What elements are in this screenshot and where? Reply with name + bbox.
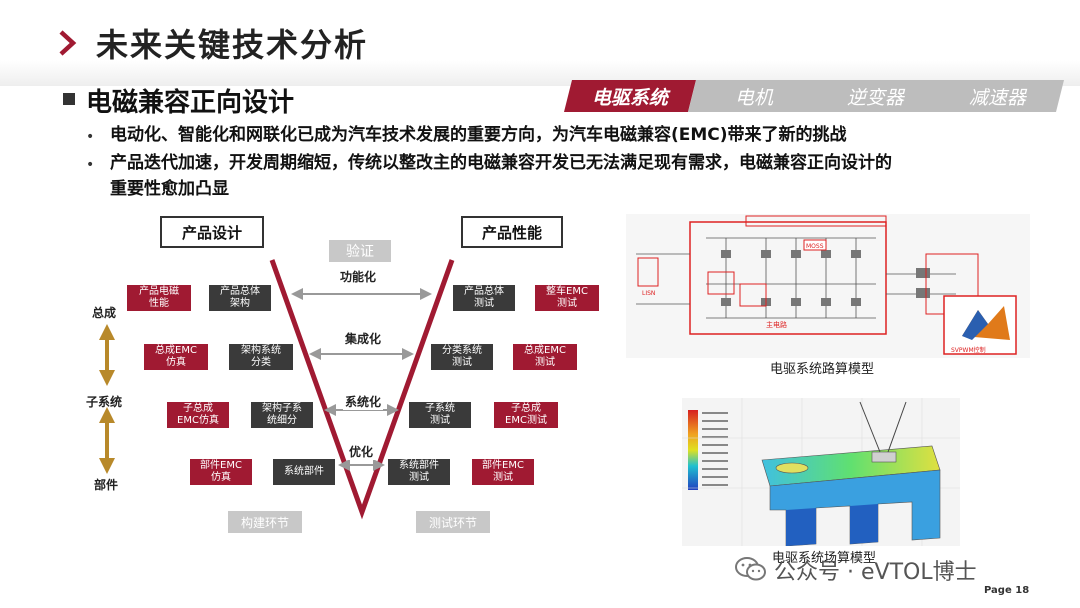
page-title: 未来关键技术分析 [96,26,369,64]
wechat-icon [735,557,766,581]
box-assembly-emc-test: 总成EMC 测试 [513,344,577,370]
box-vehicle-emc-test: 整车EMC 测试 [535,285,599,311]
box-subsystem-breakdown: 架构子系 统细分 [251,402,313,428]
box-product-architecture: 产品总体 架构 [209,285,271,311]
box-subassembly-emc-test: 子总成 EMC测试 [494,402,558,428]
tab-drive-system[interactable]: 电驱系统 [564,80,696,112]
moss-label: MOSS [806,243,824,250]
v-model-graphic [99,259,455,520]
test-stage-label: 测试环节 [416,511,490,533]
box-subsystem-test: 子系统 测试 [409,402,471,428]
page-number: Page 18 [984,585,1030,596]
bullet-text-1: 电动化、智能化和网联化已成为汽车技术发展的重要方向，为汽车电磁兼容(EMC)带来… [110,125,847,145]
chevron-right-icon [59,30,77,56]
box-product-emc-performance: 产品电磁 性能 [127,285,191,311]
header-band [0,0,1080,86]
circuit-model-image: LISN MOSS 主电路 SVPWM控制 [626,214,1030,358]
bullet-text-2-cont: 重要性愈加凸显 [110,179,229,199]
main-circuit-label: 主电路 [766,320,787,329]
box-product-overall-test: 产品总体 测试 [453,285,515,311]
box-subassembly-emc-sim: 子总成 EMC仿真 [167,402,229,428]
box-system-component-test: 系统部件 测试 [388,459,450,485]
box-assembly-emc-sim: 总成EMC 仿真 [144,344,208,370]
arrow-label-systemize: 系统化 [343,393,384,410]
verify-label: 验证 [329,240,391,262]
section-title: 电磁兼容正向设计 [86,88,295,118]
watermark-text: 公众号 · eVTOL博士 [774,560,977,585]
bullet-text-2: 产品迭代加速，开发周期缩短，传统以整改主的电磁兼容开发已无法满足现有需求，电磁兼… [110,153,892,173]
arrow-label-functional: 功能化 [338,268,379,285]
field-model-caption: 电驱系统场算模型 [772,551,877,566]
build-stage-label: 构建环节 [228,511,302,533]
level-subsystem: 子系统 [86,395,123,409]
square-bullet-icon [63,93,75,105]
box-system-component: 系统部件 [273,459,335,485]
lisn-label: LISN [642,290,655,297]
bullet-dot-icon: • [86,129,95,145]
product-performance-header: 产品性能 [461,216,563,248]
level-assembly: 总成 [92,306,117,320]
arrow-label-optimize: 优化 [347,443,376,460]
svpwm-label: SVPWM控制 [951,346,986,354]
level-component: 部件 [94,478,119,492]
tab-reducer[interactable]: 减速器 [932,80,1064,112]
box-component-emc-sim: 部件EMC 仿真 [190,459,252,485]
box-architecture-classify: 架构系统 分类 [229,344,293,370]
tab-inverter[interactable]: 逆变器 [810,80,942,112]
box-component-emc-test: 部件EMC 测试 [472,459,534,485]
product-design-header: 产品设计 [160,216,264,248]
box-classify-system-test: 分类系统 测试 [431,344,493,370]
arrow-label-integration: 集成化 [343,330,384,347]
field-model-image [682,398,960,546]
tab-motor[interactable]: 电机 [688,80,820,112]
bullet-dot-icon: • [86,157,95,173]
circuit-model-caption: 电驱系统路算模型 [770,362,875,377]
